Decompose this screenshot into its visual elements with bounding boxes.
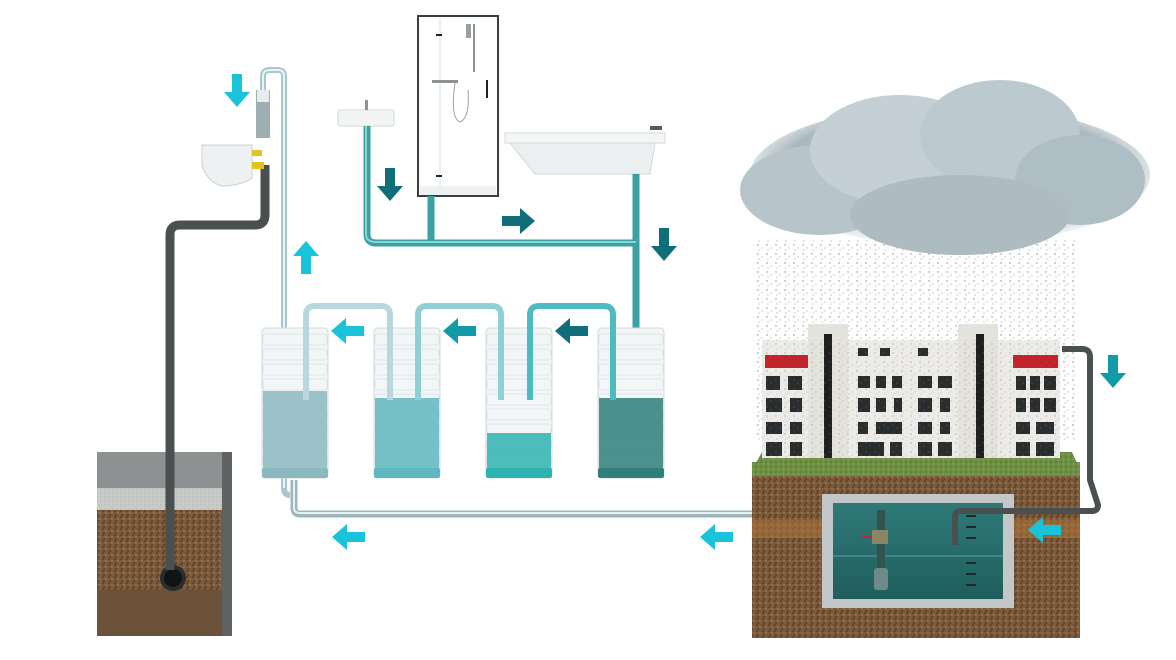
bathtub bbox=[504, 126, 666, 175]
arrow-up-icon bbox=[293, 241, 319, 274]
arrow-down-icon bbox=[651, 228, 677, 261]
cistern-water bbox=[833, 503, 1003, 599]
drain-pipe bbox=[165, 165, 270, 570]
washbasin bbox=[337, 100, 395, 127]
tank-water-level bbox=[375, 398, 439, 468]
flow-arrows bbox=[224, 74, 1126, 550]
concrete-layer bbox=[97, 452, 222, 488]
gravel-layer bbox=[97, 488, 222, 510]
pump-valve bbox=[872, 530, 888, 544]
arrow-left-icon bbox=[443, 318, 476, 344]
arrow-left-icon bbox=[700, 524, 733, 550]
filter-tank bbox=[485, 327, 553, 479]
toilet bbox=[201, 90, 270, 187]
arrow-down-icon bbox=[224, 74, 250, 107]
soakaway-block bbox=[97, 452, 232, 636]
soil-layer bbox=[97, 510, 222, 590]
arrow-left-icon bbox=[332, 524, 365, 550]
apartment-building bbox=[762, 324, 1060, 458]
filter-tank bbox=[597, 327, 665, 479]
subsoil-layer bbox=[97, 590, 222, 636]
arrow-right-icon bbox=[502, 208, 535, 234]
tank-water-level bbox=[487, 433, 551, 468]
arrow-left-icon bbox=[1028, 517, 1061, 543]
filter-tank bbox=[373, 327, 441, 479]
building-site bbox=[752, 324, 1080, 638]
submersible-pump bbox=[874, 568, 888, 590]
tank-link-pipes bbox=[303, 303, 616, 400]
shower-cabin bbox=[417, 15, 499, 197]
underground-cistern bbox=[822, 494, 1014, 608]
arrow-left-icon bbox=[555, 318, 588, 344]
arrow-down-icon bbox=[1100, 355, 1126, 388]
filter-tanks bbox=[261, 327, 665, 479]
arrow-down-icon bbox=[377, 168, 403, 201]
roof-downpipe bbox=[952, 346, 1101, 545]
tank-water-level bbox=[599, 398, 663, 468]
arrow-left-icon bbox=[331, 318, 364, 344]
return-pipe bbox=[290, 480, 830, 518]
tank-water-level bbox=[263, 391, 327, 468]
filter-tank bbox=[261, 327, 329, 479]
